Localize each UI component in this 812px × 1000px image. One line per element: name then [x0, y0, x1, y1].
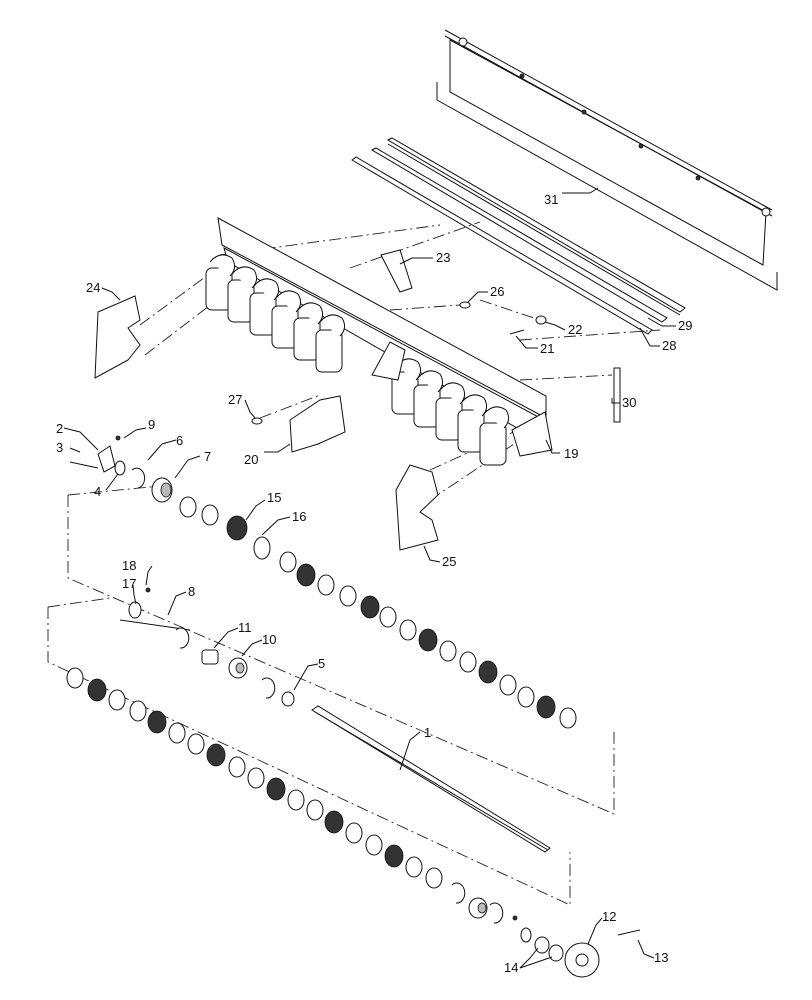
callout-28: 28	[662, 338, 676, 353]
cleaner-bars	[351, 137, 686, 335]
callout-9: 9	[148, 417, 155, 432]
finger-group-right	[391, 358, 510, 466]
callout-14: 14	[504, 960, 518, 975]
sprocket-12	[564, 942, 600, 978]
callout-23: 23	[436, 250, 450, 265]
callout-24: 24	[86, 280, 100, 295]
callout-20: 20	[244, 452, 258, 467]
callout-10: 10	[262, 632, 276, 647]
callout-17: 17	[122, 576, 136, 591]
upper-drive-parts	[69, 435, 173, 503]
callout-21: 21	[540, 341, 554, 356]
callout-5: 5	[318, 656, 325, 671]
callout-1: 1	[424, 725, 431, 740]
plate-23	[380, 249, 413, 293]
callout-18: 18	[122, 558, 136, 573]
small-hardware-top	[251, 249, 621, 425]
rubber-flap	[436, 29, 778, 291]
callout-6: 6	[176, 433, 183, 448]
callout-12: 12	[602, 909, 616, 924]
deflector-plates	[94, 295, 439, 551]
callout-labels: 1 2 3 4 5 6 7 8 9 10 11 12 13 14 15 16 1…	[56, 192, 692, 975]
shaft	[311, 705, 551, 853]
callout-25: 25	[442, 554, 456, 569]
finger-bracket-assembly	[205, 217, 553, 466]
finger-group-left	[205, 254, 346, 373]
gear-15	[226, 515, 248, 541]
callout-29: 29	[678, 318, 692, 333]
callout-7: 7	[204, 449, 211, 464]
callout-2: 2	[56, 421, 63, 436]
callout-15: 15	[267, 490, 281, 505]
callout-26: 26	[490, 284, 504, 299]
lower-disc-row	[66, 667, 466, 904]
callout-11: 11	[238, 620, 252, 635]
callout-27: 27	[228, 392, 242, 407]
callout-19: 19	[564, 446, 578, 461]
callout-13: 13	[654, 950, 668, 965]
callout-16: 16	[292, 509, 306, 524]
callout-4: 4	[94, 484, 101, 499]
callout-31: 31	[544, 192, 558, 207]
callout-30: 30	[622, 395, 636, 410]
bottom-drive-parts	[468, 897, 641, 978]
leader-lines	[63, 187, 676, 969]
upper-disc-row	[179, 496, 577, 729]
middle-drive-parts	[119, 587, 295, 707]
callout-8: 8	[188, 584, 195, 599]
callout-3: 3	[56, 440, 63, 455]
callout-22: 22	[568, 322, 582, 337]
